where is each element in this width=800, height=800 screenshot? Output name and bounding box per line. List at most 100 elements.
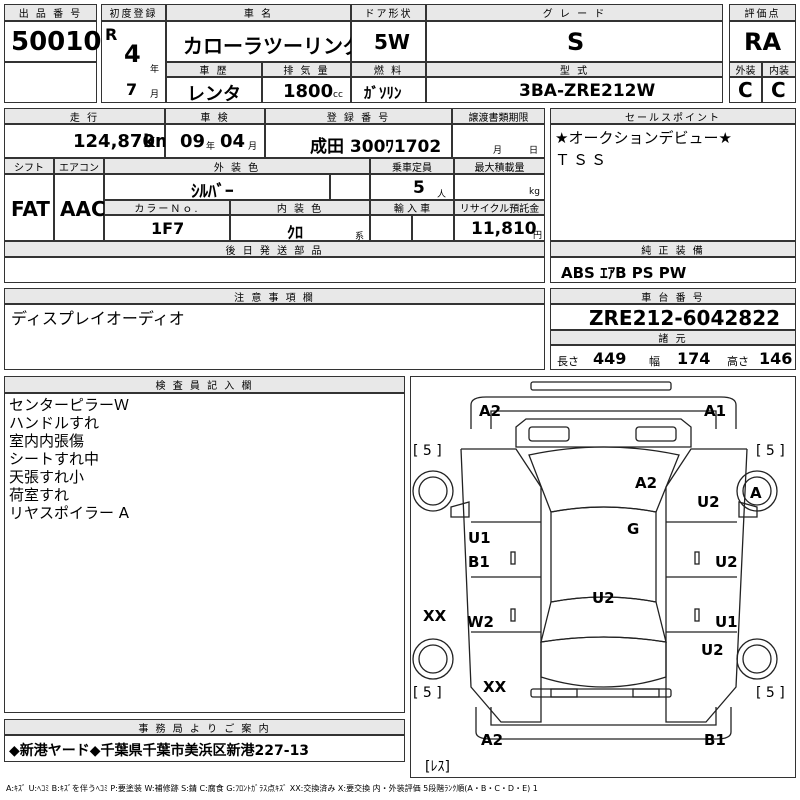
inspector-line: ハンドルすれ — [9, 414, 100, 432]
score-label: 評価点 — [729, 4, 796, 21]
max-load-unit: kg — [529, 187, 540, 197]
right-headlight — [635, 426, 677, 442]
caution-label: 注 意 事 項 欄 — [4, 288, 545, 304]
caution-text: ディスプレイオーディオ — [11, 309, 185, 328]
inspection-month: 04 — [220, 131, 246, 152]
selling-point-line: ★オークションデビュー★ — [555, 129, 732, 147]
shift-cell: FAT — [4, 174, 54, 241]
rear-bumper-inner — [490, 707, 717, 726]
fuel-cell: ｶﾞｿﾘﾝ — [351, 77, 426, 103]
reg-number-label: 登 録 番 号 — [265, 108, 452, 124]
recycle-label: リサイクル預託金 — [454, 200, 545, 215]
rear-bumper-bar — [530, 688, 672, 698]
history: レンタ — [187, 84, 241, 105]
inspector-line: 天張すれ小 — [9, 468, 85, 486]
displacement-cell: 1800 cc — [262, 77, 351, 103]
selling-points-cell: ★オークションデビュー★ ＴＳＳ — [550, 124, 796, 241]
right-mirror — [738, 501, 758, 518]
damage-mark: XX — [483, 678, 507, 696]
air-conditioner: AAC — [60, 197, 106, 221]
displacement-unit: cc — [333, 90, 343, 100]
tire-mark: [ 5 ] — [756, 443, 785, 459]
right-tail-lamp — [632, 688, 660, 698]
inspector-line: シートすれ中 — [9, 450, 100, 468]
lot-number-cell: 50010 — [4, 21, 101, 62]
interior-color-label: 内 装 色 — [230, 200, 370, 215]
history-cell: レンタ — [166, 77, 262, 105]
recycle-cell: 11,810 円 — [454, 215, 545, 241]
front-bumper-inner — [490, 410, 717, 429]
transfer-month-unit: 月 — [493, 146, 503, 156]
mileage: 124,870 — [73, 131, 155, 152]
displacement-label: 排 気 量 — [262, 62, 351, 77]
length: 449 — [593, 349, 627, 368]
width-label: 幅 — [649, 355, 660, 368]
reg-year: 4 — [124, 40, 141, 68]
inspector-line: センターピラーＷ — [9, 396, 130, 414]
equipment: ABS ｴｱB PS PW — [561, 264, 687, 282]
selling-points-label: セールスポイント — [550, 108, 796, 124]
damage-mark: A2 — [635, 474, 657, 492]
inspection-cell: 09 年 04 月 — [165, 124, 265, 158]
front-bumper-bar — [530, 381, 672, 391]
score-cell: RA — [729, 21, 796, 62]
inspection-year: 09 — [180, 131, 206, 152]
spare-tire-mark: [ﾚｽ] — [425, 759, 450, 775]
color-no-label: カラーＮｏ. — [104, 200, 230, 215]
damage-mark: G — [627, 520, 639, 538]
model-cell: 3BA-ZRE212W — [426, 77, 723, 103]
wheel-front-right-hub — [742, 476, 772, 506]
height-label: 高さ — [727, 355, 749, 368]
office-cell: ◆新港ヤード◆千葉県千葉市美浜区新港227-13 — [4, 735, 405, 762]
recycle-fee: 11,810 — [471, 219, 537, 239]
damage-mark: A1 — [704, 402, 726, 420]
hood-outline — [515, 418, 692, 448]
interior-color-unit: 系 — [355, 232, 365, 242]
interior-color: ｸﾛ — [287, 223, 304, 242]
car-name-cell: カローラツーリング — [166, 21, 363, 62]
door-label: ドア形状 — [351, 4, 426, 21]
import-cell — [370, 215, 412, 241]
ext-grade-label: 外装 — [729, 62, 762, 77]
wheel-rear-left-hub — [418, 644, 448, 674]
int-grade: C — [771, 78, 786, 102]
mileage-label: 走 行 — [4, 108, 165, 124]
inspection-month-unit: 月 — [248, 142, 258, 152]
left-mirror — [450, 501, 470, 518]
displacement: 1800 — [283, 81, 334, 102]
right-handle-1 — [694, 551, 700, 565]
length-label: 長さ — [557, 355, 579, 368]
damage-mark: U1 — [468, 529, 491, 547]
damage-diagram-frame: A2 A1 A2 U2 A G U1 B1 U2 U2 XX W2 U1 U2 … — [410, 376, 796, 778]
exterior-color-cell: ｼﾙﾊﾞｰ — [104, 174, 330, 202]
car-diagram: A2 A1 A2 U2 A G U1 B1 U2 U2 XX W2 U1 U2 … — [412, 381, 785, 775]
capacity-label: 乗車定員 — [370, 158, 454, 174]
tire-mark: [ 5 ] — [413, 443, 442, 459]
left-handle-2 — [510, 608, 516, 622]
transfer-docs-label: 譲渡書類期限 — [452, 108, 545, 124]
inspection-year-unit: 年 — [206, 142, 216, 152]
damage-mark: W2 — [467, 613, 494, 631]
later-parts-cell — [4, 257, 545, 283]
capacity-unit: 人 — [437, 190, 447, 200]
left-tail-lamp — [550, 688, 578, 698]
score: RA — [744, 28, 782, 56]
dimensions-cell: 長さ 449 幅 174 高さ 146 — [550, 345, 796, 370]
inspector-line: 室内内張傷 — [9, 432, 85, 450]
wheel-rear-right-hub — [742, 644, 772, 674]
right-handle-2 — [694, 608, 700, 622]
reg-year-unit: 年 — [150, 65, 160, 75]
damage-mark: XX — [423, 607, 447, 625]
wheel-front-left-hub — [418, 476, 448, 506]
tire-mark: [ 5 ] — [413, 685, 442, 701]
door-cell: 5W — [351, 21, 426, 62]
color-no: 1F7 — [151, 219, 185, 238]
later-parts-label: 後 日 発 送 部 品 — [4, 241, 545, 257]
damage-legend: A:ｷｽﾞ U:ﾍｺﾐ B:ｷｽﾞを伴うﾍｺﾐ P:要塗装 W:補修跡 S:錆 … — [6, 784, 538, 793]
inspector-label: 検 査 員 記 入 欄 — [4, 376, 405, 393]
color-no-cell: 1F7 — [104, 215, 230, 241]
exterior-color-label: 外 装 色 — [104, 158, 370, 174]
reg-month: 7 — [126, 80, 138, 99]
first-reg-label: 初度登録 — [101, 4, 166, 21]
damage-mark: U2 — [697, 493, 720, 511]
